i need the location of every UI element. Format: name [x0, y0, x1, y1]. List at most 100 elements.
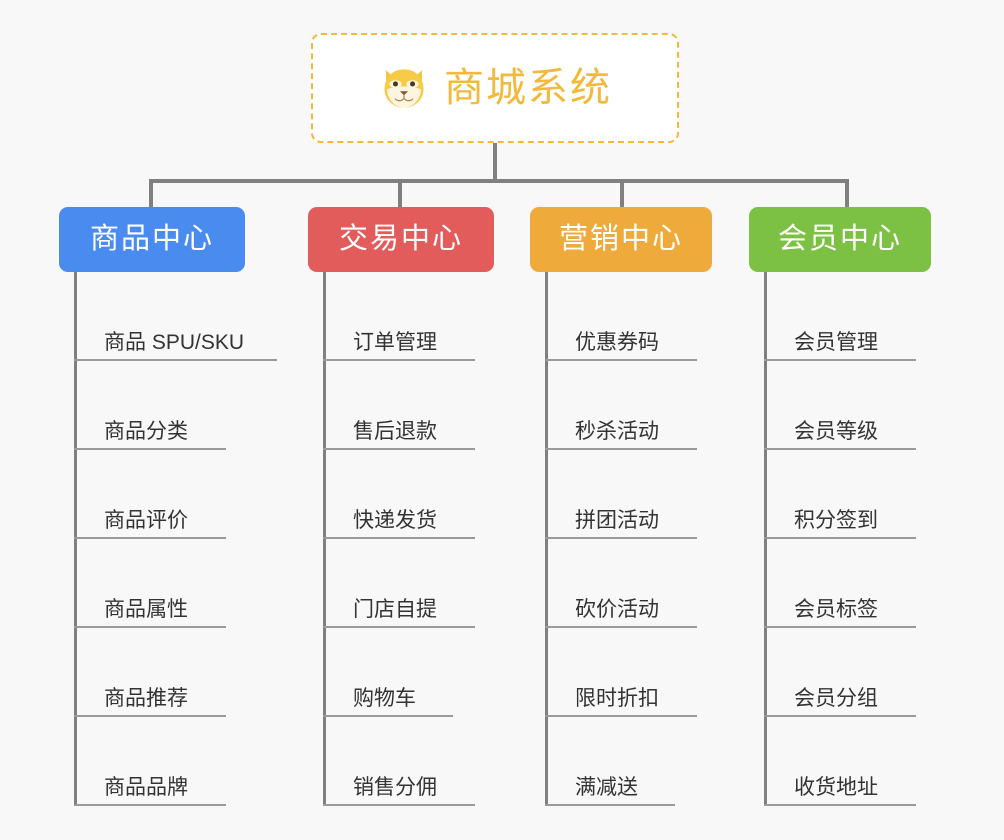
leaf-label: 秒杀活动 — [575, 419, 659, 443]
leaf-underline — [323, 359, 475, 361]
leaf-item[interactable]: 商品品牌 — [59, 717, 289, 806]
leaf-underline — [74, 626, 226, 628]
leaf-underline — [545, 804, 675, 806]
leaf-label: 售后退款 — [353, 419, 437, 443]
branch-header-label-1: 商品中心 — [89, 223, 214, 255]
leaf-trunk-4 — [764, 272, 767, 806]
connector-horizontal-bus — [149, 179, 849, 183]
leaf-underline — [764, 804, 916, 806]
leaf-item[interactable]: 购物车 — [308, 628, 508, 717]
leaf-item[interactable]: 优惠券码 — [530, 272, 730, 361]
branch-header-3[interactable]: 营销中心 — [530, 207, 712, 272]
leaf-trunk-3 — [545, 272, 548, 806]
leaf-label: 砍价活动 — [575, 597, 659, 621]
connector-drop-4 — [845, 179, 849, 209]
leaf-underline — [764, 715, 916, 717]
branch-column-2: 交易中心 订单管理 售后退款 快递发货 门店自提 购物车 — [308, 207, 508, 822]
leaf-underline — [764, 537, 916, 539]
leaf-label: 收货地址 — [794, 775, 878, 799]
leaf-item[interactable]: 会员等级 — [749, 361, 949, 450]
leaf-underline — [545, 359, 697, 361]
leaf-item[interactable]: 商品 SPU/SKU — [59, 272, 289, 361]
leaf-item[interactable]: 销售分佣 — [308, 717, 508, 806]
connector-drop-2 — [398, 179, 402, 209]
leaf-item[interactable]: 商品评价 — [59, 450, 289, 539]
leaf-label: 快递发货 — [353, 508, 437, 532]
leaf-label: 订单管理 — [353, 330, 437, 354]
connector-drop-1 — [149, 179, 153, 209]
leaf-underline — [74, 537, 226, 539]
branch-header-label-3: 营销中心 — [558, 223, 683, 255]
leaf-label: 满减送 — [575, 775, 638, 799]
leaf-label: 商品分类 — [104, 419, 188, 443]
leaf-item[interactable]: 积分签到 — [749, 450, 949, 539]
leaf-underline — [545, 448, 697, 450]
leaf-label: 拼团活动 — [575, 508, 659, 532]
leaf-underline — [74, 359, 277, 361]
leaf-item[interactable]: 商品属性 — [59, 539, 289, 628]
leaf-label: 商品 SPU/SKU — [104, 330, 245, 354]
leaf-item[interactable]: 满减送 — [530, 717, 730, 806]
leaf-label: 会员标签 — [794, 597, 878, 621]
connector-drop-3 — [620, 179, 624, 209]
leaf-trunk-2 — [323, 272, 326, 806]
leaf-label: 商品评价 — [104, 508, 188, 532]
leaf-item[interactable]: 会员管理 — [749, 272, 949, 361]
leaf-underline — [323, 537, 475, 539]
branch-header-4[interactable]: 会员中心 — [749, 207, 931, 272]
leaf-item[interactable]: 限时折扣 — [530, 628, 730, 717]
branch-header-2[interactable]: 交易中心 — [308, 207, 494, 272]
leaf-underline — [74, 804, 226, 806]
leaf-item[interactable]: 商品分类 — [59, 361, 289, 450]
leaf-item[interactable]: 秒杀活动 — [530, 361, 730, 450]
leaf-label: 会员等级 — [794, 419, 878, 443]
leaf-item[interactable]: 收货地址 — [749, 717, 949, 806]
leaf-label: 购物车 — [353, 686, 416, 710]
leaf-item[interactable]: 砍价活动 — [530, 539, 730, 628]
leaf-underline — [545, 626, 697, 628]
leaf-underline — [323, 626, 475, 628]
leaf-list-3: 优惠券码 秒杀活动 拼团活动 砍价活动 限时折扣 满减送 — [530, 272, 730, 806]
leaf-label: 销售分佣 — [353, 775, 437, 799]
leaf-item[interactable]: 商品推荐 — [59, 628, 289, 717]
leaf-underline — [545, 715, 697, 717]
leaf-label: 商品属性 — [104, 597, 188, 621]
leaf-underline — [545, 537, 697, 539]
leaf-list-2: 订单管理 售后退款 快递发货 门店自提 购物车 销售分佣 — [308, 272, 508, 806]
leaf-list-4: 会员管理 会员等级 积分签到 会员标签 会员分组 收货地址 — [749, 272, 949, 806]
leaf-underline — [74, 715, 226, 717]
leaf-label: 积分签到 — [794, 508, 878, 532]
leaf-item[interactable]: 拼团活动 — [530, 450, 730, 539]
leaf-label: 门店自提 — [353, 597, 437, 621]
connector-root-stem — [493, 143, 497, 183]
branch-header-label-2: 交易中心 — [338, 223, 463, 255]
branch-column-1: 商品中心 商品 SPU/SKU 商品分类 商品评价 商品属性 商品推荐 — [59, 207, 289, 822]
leaf-item[interactable]: 售后退款 — [308, 361, 508, 450]
shiba-dog-face-icon — [384, 69, 424, 108]
leaf-underline — [323, 804, 475, 806]
leaf-underline — [323, 448, 475, 450]
leaf-label: 会员管理 — [794, 330, 878, 354]
leaf-item[interactable]: 会员标签 — [749, 539, 949, 628]
leaf-label: 商品品牌 — [104, 775, 188, 799]
branch-header-1[interactable]: 商品中心 — [59, 207, 245, 272]
leaf-item[interactable]: 门店自提 — [308, 539, 508, 628]
root-node-title: 商城系统 — [444, 66, 612, 110]
root-node-shop-system[interactable]: 商城系统 — [311, 33, 679, 143]
leaf-underline — [323, 715, 453, 717]
branch-column-3: 营销中心 优惠券码 秒杀活动 拼团活动 砍价活动 限时折扣 — [530, 207, 730, 822]
leaf-item[interactable]: 快递发货 — [308, 450, 508, 539]
leaf-underline — [764, 448, 916, 450]
branch-header-label-4: 会员中心 — [777, 223, 902, 255]
leaf-item[interactable]: 会员分组 — [749, 628, 949, 717]
leaf-label: 会员分组 — [794, 686, 878, 710]
leaf-list-1: 商品 SPU/SKU 商品分类 商品评价 商品属性 商品推荐 商品品牌 — [59, 272, 289, 806]
leaf-underline — [764, 626, 916, 628]
leaf-underline — [74, 448, 226, 450]
leaf-label: 商品推荐 — [104, 686, 188, 710]
leaf-underline — [764, 359, 916, 361]
leaf-label: 优惠券码 — [575, 330, 659, 354]
leaf-item[interactable]: 订单管理 — [308, 272, 508, 361]
leaf-trunk-1 — [74, 272, 77, 806]
